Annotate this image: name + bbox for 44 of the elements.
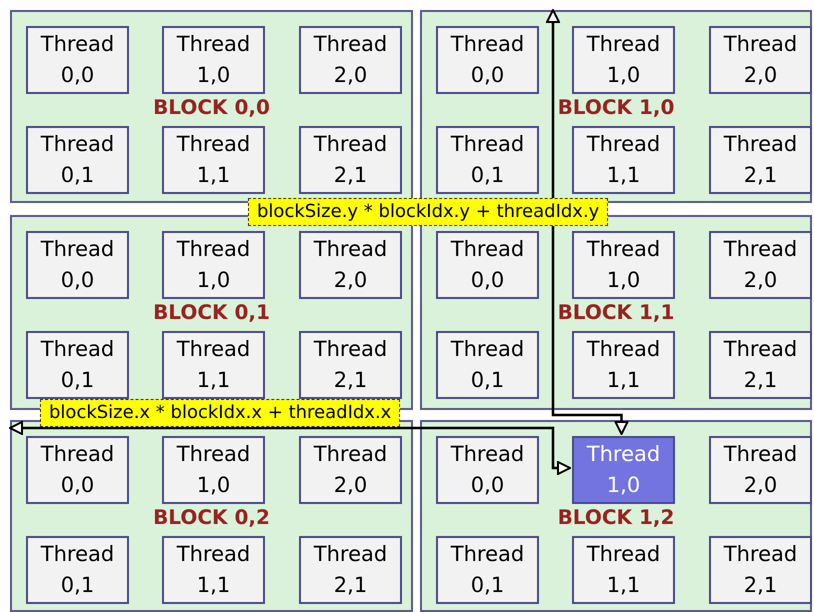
block-panel	[420, 420, 812, 612]
thread-box: Thread 2,0	[299, 231, 402, 299]
thread-box: Thread 1,0	[162, 436, 265, 504]
thread-box: Thread 0,0	[436, 231, 539, 299]
thread-box: Thread 0,0	[436, 26, 539, 94]
thread-box: Thread 0,1	[436, 536, 539, 604]
thread-box: Thread 2,1	[709, 331, 812, 399]
block-panel	[420, 10, 812, 203]
thread-box: Thread 2,0	[299, 26, 402, 94]
thread-box: Thread 0,1	[436, 331, 539, 399]
thread-box: Thread 2,1	[299, 126, 402, 194]
thread-box: Thread 0,0	[26, 436, 129, 504]
block-panel	[10, 420, 413, 612]
thread-box: Thread 1,0	[572, 26, 675, 94]
thread-box: Thread 0,1	[26, 331, 129, 399]
double-arrow	[546, 9, 628, 435]
thread-box: Thread 1,1	[572, 536, 675, 604]
double-arrow	[9, 421, 571, 475]
thread-box: Thread 1,1	[162, 331, 265, 399]
thread-box: Thread 0,1	[26, 536, 129, 604]
edge-label: blockSize.y * blockIdx.y + threadIdx.y	[248, 198, 608, 226]
thread-box: Thread 1,1	[162, 536, 265, 604]
thread-box: Thread 0,0	[26, 231, 129, 299]
thread-box: Thread 0,1	[26, 126, 129, 194]
thread-box: Thread 2,0	[709, 231, 812, 299]
thread-box: Thread 1,0	[162, 26, 265, 94]
thread-box: Thread 1,1	[162, 126, 265, 194]
thread-box: Thread 2,1	[299, 536, 402, 604]
thread-box: Thread 2,1	[299, 331, 402, 399]
thread-box: Thread 2,0	[709, 436, 812, 504]
thread-box: Thread 1,1	[572, 126, 675, 194]
edge-label: blockSize.x * blockIdx.x + threadIdx.x	[40, 399, 400, 427]
thread-box: Thread 1,0	[162, 231, 265, 299]
thread-box: Thread 1,1	[572, 331, 675, 399]
block-panel	[10, 10, 413, 203]
thread-box: Thread 2,0	[709, 26, 812, 94]
thread-box: Thread 1,0	[572, 436, 675, 504]
thread-box: Thread 0,1	[436, 126, 539, 194]
thread-box: Thread 0,0	[436, 436, 539, 504]
thread-box: Thread 0,0	[26, 26, 129, 94]
thread-box: Thread 2,1	[709, 126, 812, 194]
thread-box: Thread 1,0	[572, 231, 675, 299]
thread-box: Thread 2,0	[299, 436, 402, 504]
thread-box: Thread 2,1	[709, 536, 812, 604]
